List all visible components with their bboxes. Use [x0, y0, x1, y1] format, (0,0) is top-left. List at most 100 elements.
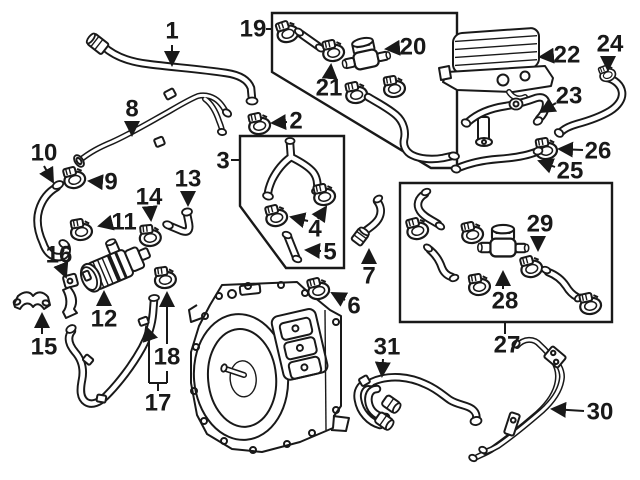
callout-23-leader: [539, 97, 558, 114]
callout-10-leader: [39, 165, 54, 184]
callout-13-label: 13: [175, 166, 202, 193]
box19-clamp-b: [380, 73, 408, 100]
callout-30: 30: [550, 399, 614, 426]
callout-17-label: 17: [145, 390, 172, 417]
callout-11-leader: [97, 214, 115, 231]
callout-4-leader: [289, 212, 309, 228]
callout-12-label: 12: [91, 306, 118, 333]
part-24-hose: [553, 62, 627, 138]
part-14-clamp: [137, 222, 163, 249]
callout-4-label: 4: [308, 216, 322, 243]
callout-13: 13: [175, 166, 202, 207]
part-12-aux-water-pump: [79, 238, 151, 293]
callout-10: 10: [31, 140, 58, 184]
callout-17-leader: [142, 325, 159, 343]
callout-24-label: 24: [597, 31, 624, 58]
callout-17: 17: [142, 325, 172, 417]
part-30-pipe-assembly: [468, 336, 567, 463]
part-9-clamp: [60, 163, 89, 192]
box27-clamp-d: [576, 289, 604, 318]
callout-6-leader: [330, 292, 349, 307]
part-15-bracket: [12, 291, 51, 310]
callout-28-label: 28: [492, 288, 519, 315]
part-18-clamp: [152, 264, 179, 291]
callout-21-leader: [321, 63, 338, 80]
group-box-19: [270, 11, 459, 170]
callout-14-label: 14: [136, 184, 163, 211]
callout-22-leader: [538, 47, 555, 64]
group-boxes: [238, 11, 614, 324]
part-27-29-hose-group: [403, 187, 604, 318]
callout-10-label: 10: [31, 140, 58, 167]
part-16-bracket: [62, 272, 79, 319]
callout-5-leader: [304, 242, 322, 259]
callout-31-label: 31: [374, 334, 401, 361]
callout-26-label: 26: [585, 138, 612, 165]
transaxle-housing: [188, 281, 350, 454]
part-1-hose: [85, 32, 259, 106]
callout-29-label: 29: [527, 211, 554, 238]
callout-5-label: 5: [323, 239, 336, 266]
part-17-hose: [64, 294, 160, 408]
callout-3-label: 3: [216, 148, 229, 175]
callout-4-leader: [311, 205, 328, 224]
callout-20: 20: [384, 34, 426, 61]
callout-27-label: 27: [494, 332, 521, 359]
callout-7: 7: [361, 248, 377, 290]
part-11-clamp: [67, 216, 95, 243]
callout-9-label: 9: [104, 169, 117, 196]
callout-15: 15: [31, 312, 57, 361]
callout-20-leader: [384, 39, 401, 56]
callout-16: 16: [46, 242, 73, 279]
part-10-hose: [33, 180, 71, 262]
group-box-27: [398, 181, 614, 324]
callout-22-label: 22: [554, 42, 581, 69]
part-2-clamp: [245, 109, 273, 138]
part-28-valve: [476, 223, 530, 258]
callout-11: 11: [97, 209, 137, 236]
callout-25-label: 25: [557, 158, 584, 185]
callout-21: 21: [316, 63, 342, 102]
callout-6: 6: [330, 292, 361, 320]
part-1-connector: [85, 32, 110, 55]
part-13-elbow-hose: [162, 207, 194, 236]
part-8-pipe: [73, 87, 233, 168]
callout-layer: 1234567891011121314151617181920212223242…: [31, 16, 624, 426]
callout-12: 12: [91, 290, 118, 333]
callout-31-leader: [374, 358, 391, 378]
callout-19: 19: [240, 16, 272, 43]
box27-clamp-b: [458, 218, 486, 247]
callout-2-leader: [270, 114, 288, 131]
callout-8-label: 8: [125, 96, 138, 123]
part-21-clamp: [319, 36, 347, 65]
callout-2: 2: [270, 108, 303, 135]
callout-9-leader: [87, 174, 104, 191]
callout-29: 29: [527, 211, 554, 252]
callout-31: 31: [374, 334, 401, 378]
part-4-clamp-left: [262, 201, 290, 230]
part-25-hose: [450, 146, 544, 174]
part-23-hose: [460, 93, 551, 147]
callout-22: 22: [538, 42, 581, 69]
callout-7-label: 7: [362, 263, 375, 290]
callout-25: 25: [537, 158, 584, 185]
callout-1: 1: [164, 18, 180, 67]
callout-24: 24: [597, 31, 624, 72]
callout-14-leader: [141, 205, 158, 222]
callout-6-label: 6: [347, 293, 360, 320]
callout-30-label: 30: [587, 399, 614, 426]
callout-16-label: 16: [46, 242, 73, 269]
part-20-valve: [337, 32, 393, 74]
callout-5: 5: [304, 239, 337, 266]
callout-19-label: 19: [240, 16, 267, 43]
box19-clamp-a: [342, 78, 370, 107]
housing-bolts: [190, 281, 340, 454]
callout-2-label: 2: [289, 108, 302, 135]
callout-16-leader: [53, 261, 69, 279]
callout-1-label: 1: [165, 18, 178, 45]
part-29-clamp: [517, 252, 546, 281]
part-4-5-hose-group: [262, 137, 338, 264]
callout-23-label: 23: [556, 83, 583, 110]
transmission-valve-body: [270, 308, 329, 381]
